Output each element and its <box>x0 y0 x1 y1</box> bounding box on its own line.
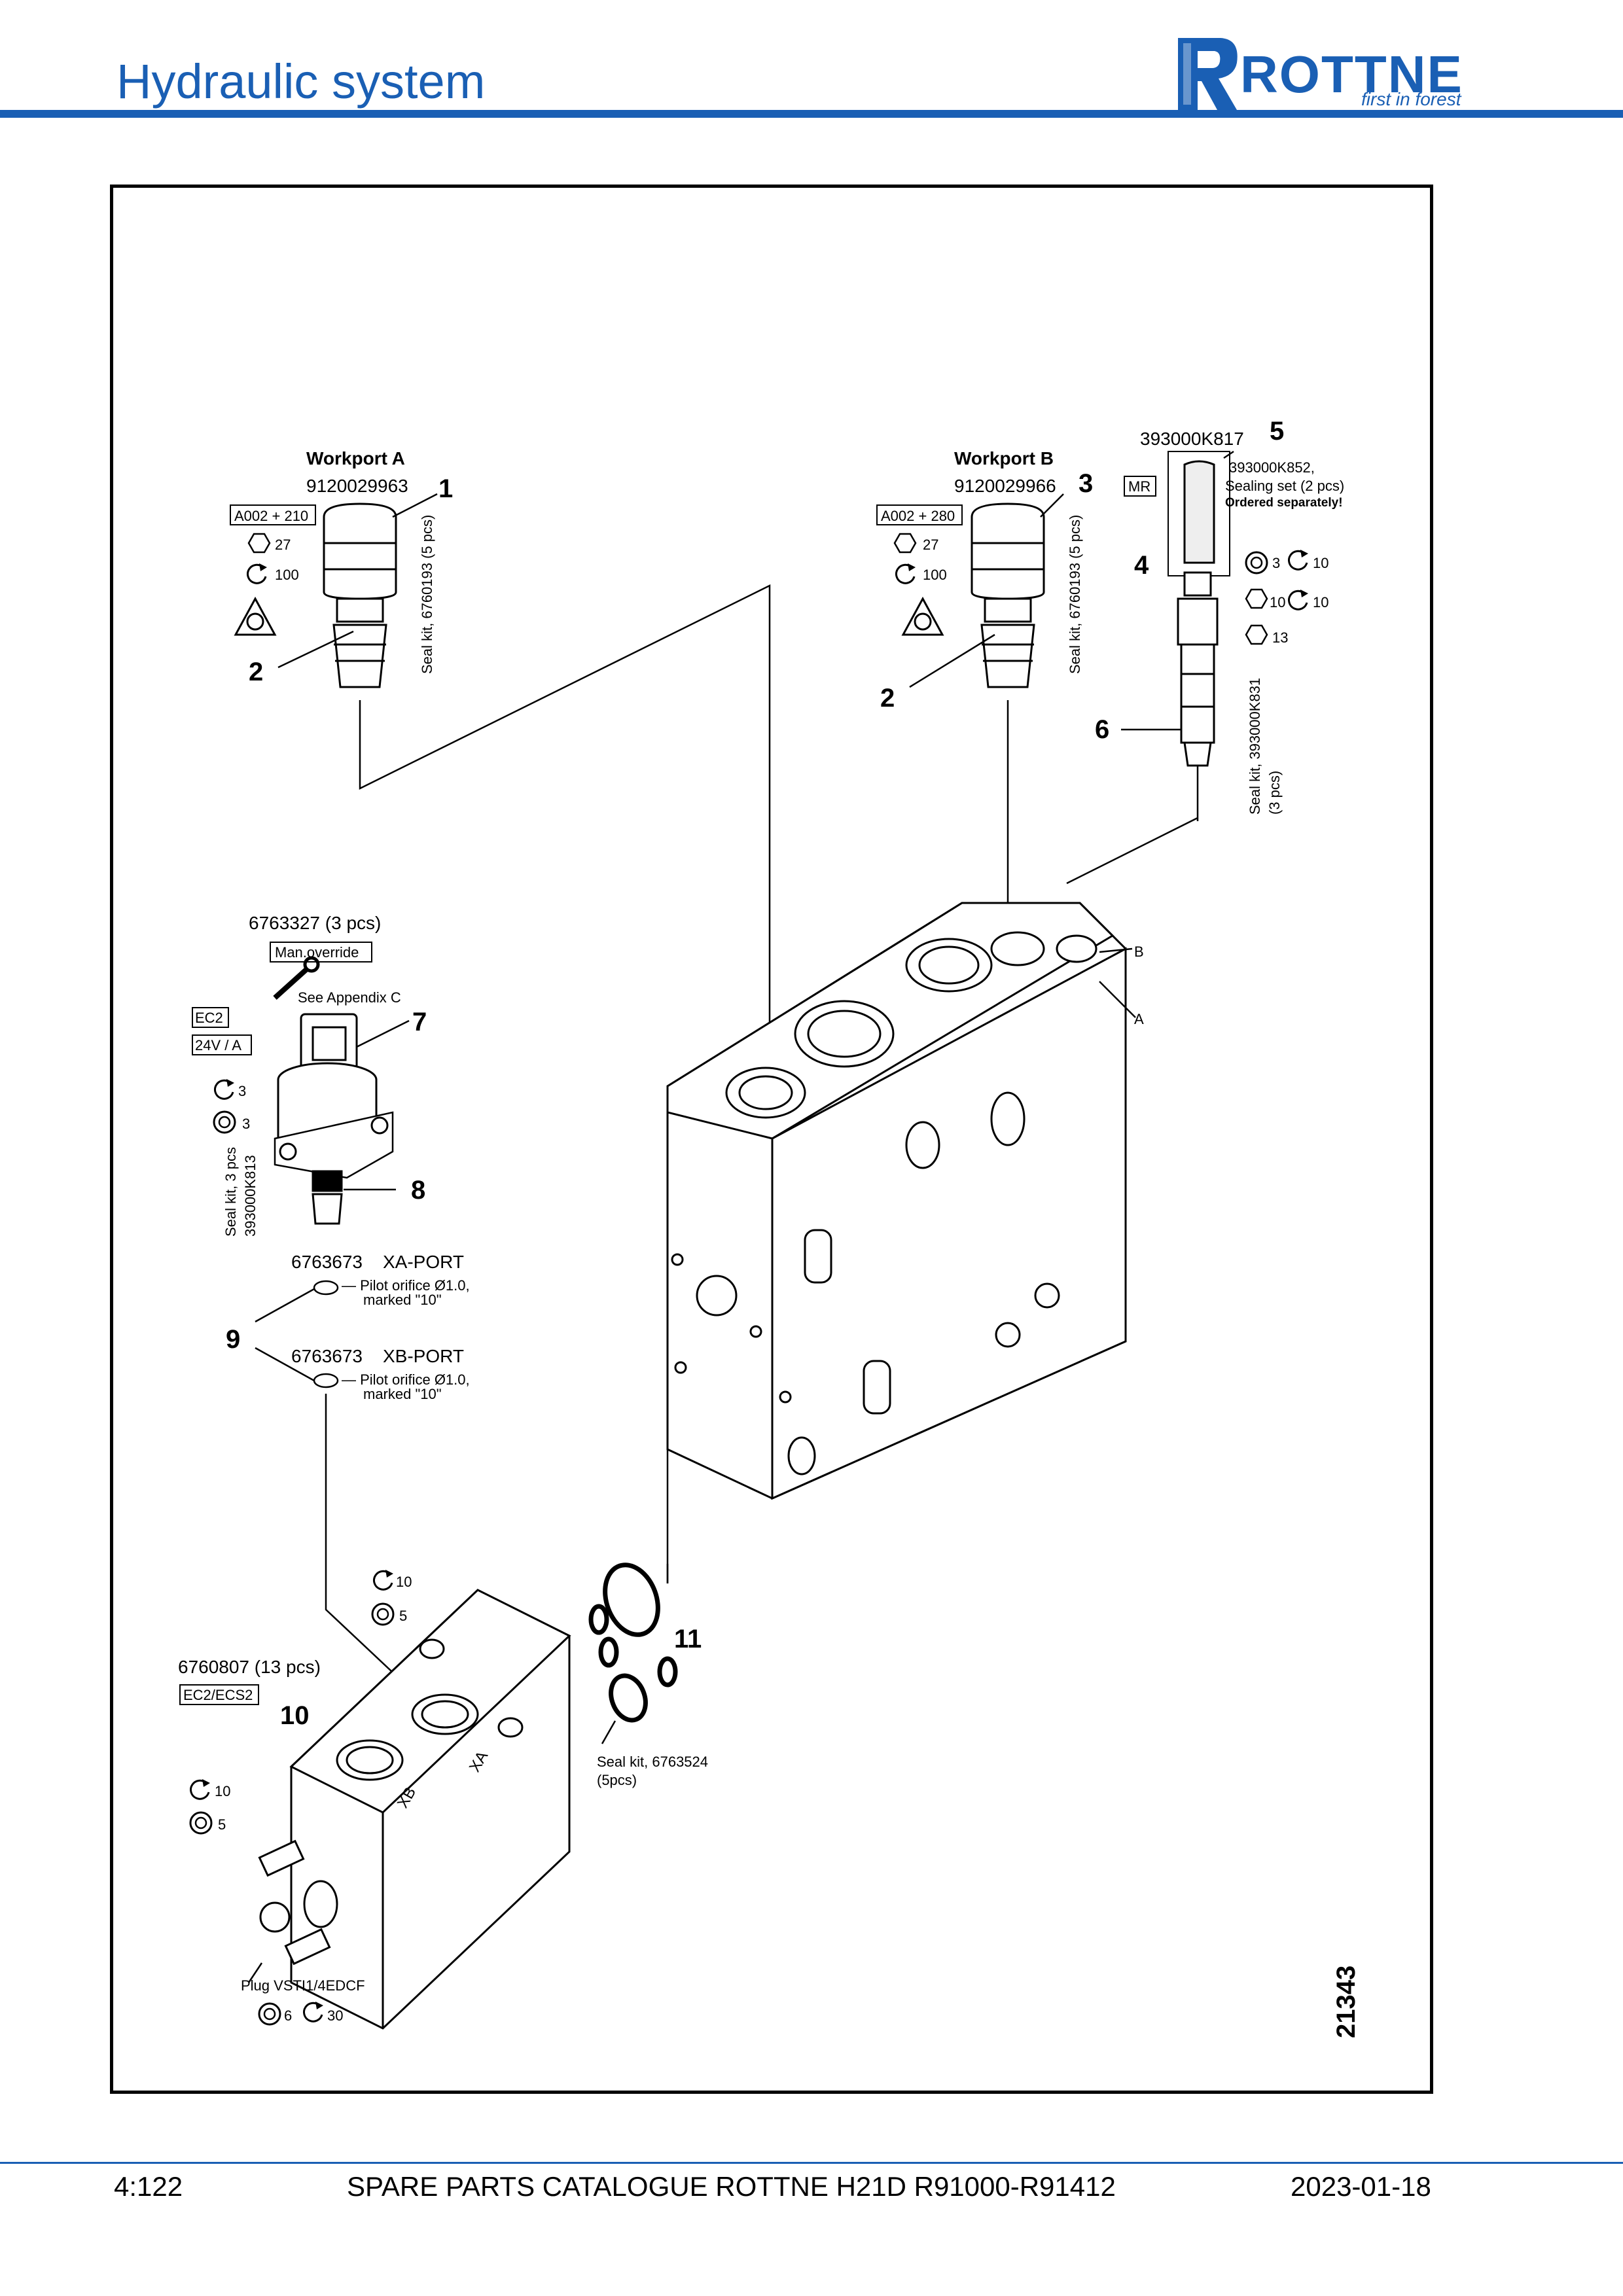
item-6-hex1: 10 <box>1270 594 1285 610</box>
plug-label: Plug VSTI1/4EDCF <box>241 1977 365 1994</box>
item-6-hex2: 13 <box>1272 629 1288 646</box>
o-ring-set <box>588 1563 678 1723</box>
catalogue-date: 2023-01-18 <box>1291 2171 1431 2202</box>
item-6-seal-qty: (3 pcs) <box>1266 771 1283 815</box>
workport-a-part-no: 9120029963 <box>306 476 408 496</box>
item-8-callout: 8 <box>411 1176 425 1205</box>
item-7-seal-no: 393000K813 <box>242 1155 259 1237</box>
item-1-callout: 1 <box>438 474 453 503</box>
logo-tagline: first in forest <box>1361 89 1461 109</box>
xa-orifice-note: — Pilot orifice Ø1.0, <box>342 1277 470 1294</box>
workport-b-valve <box>971 503 1045 688</box>
page-number: 4:122 <box>114 2171 183 2202</box>
xb-port-label: XB-PORT <box>383 1346 464 1366</box>
logo-wordmark: ROTTNE <box>1240 45 1463 103</box>
workport-b-torque: 100 <box>923 567 947 583</box>
mr-tag: MR <box>1128 478 1150 495</box>
item-10-washer-top: 5 <box>399 1608 407 1624</box>
hex-wrench-icons <box>247 533 1268 645</box>
catalogue-title: SPARE PARTS CATALOGUE ROTTNE H21D R91000… <box>347 2171 1116 2202</box>
warning-triangle-icons <box>234 596 944 636</box>
pressure-relief-valve <box>1168 451 1230 767</box>
pilot-orifices <box>313 1280 339 1388</box>
item-3-callout: 3 <box>1079 469 1093 498</box>
item-6-callout: 6 <box>1095 715 1109 744</box>
rottne-logo: ROTTNE first in forest <box>1171 31 1518 116</box>
item-4-hex: 3 <box>1272 555 1280 571</box>
mr-note-part: 393000K852, <box>1229 459 1315 476</box>
workport-b-hex: 27 <box>923 537 938 553</box>
item-2-left-callout: 2 <box>249 658 263 686</box>
xb-orifice-marked: marked "10" <box>363 1386 442 1402</box>
item-10-torque-left: 10 <box>215 1783 230 1799</box>
workport-b-part-no: 9120029966 <box>954 476 1056 496</box>
page-title: Hydraulic system <box>116 54 486 109</box>
item-7-torque: 3 <box>238 1083 246 1099</box>
leader-lines <box>247 450 1234 1983</box>
xb-part-no: 6763673 <box>291 1346 363 1366</box>
voltage-tag: 24V / A <box>195 1037 241 1053</box>
workport-b-code: A002 + 280 <box>881 508 955 524</box>
item-7-seal-kit: Seal kit, 3 pcs <box>223 1147 239 1237</box>
item-11-seal-kit: Seal kit, 6763524 <box>597 1754 708 1770</box>
plug-washer: 6 <box>284 2007 292 2024</box>
drawing-number: 21343 <box>1332 1966 1361 2038</box>
xa-part-no: 6763673 <box>291 1252 363 1272</box>
port-b-label: B <box>1134 944 1144 960</box>
rottne-r-emblem-icon <box>1178 38 1238 110</box>
item-6-seal-kit: Seal kit, 393000K831 <box>1247 678 1263 815</box>
item-6-torque1: 10 <box>1313 594 1329 610</box>
workport-a-valve <box>323 503 397 688</box>
workport-a-seal-kit: Seal kit, 6760193 (5 pcs) <box>419 515 435 674</box>
diagram-text: Workport A 9120029963 1 A002 + 210 27 10… <box>178 417 1361 2038</box>
plug-torque: 30 <box>327 2007 343 2024</box>
item-4-torque: 10 <box>1313 555 1329 571</box>
xa-orifice-marked: marked "10" <box>363 1292 442 1308</box>
valve-section-block <box>666 902 1127 1500</box>
item-7-washer: 3 <box>242 1116 250 1132</box>
item-10-washer-left: 5 <box>218 1816 226 1833</box>
workport-a-hex: 27 <box>275 537 291 553</box>
item-10-callout: 10 <box>280 1701 310 1730</box>
workport-a-code: A002 + 210 <box>234 508 308 524</box>
workport-b-seal-kit: Seal kit, 6760193 (5 pcs) <box>1067 515 1083 674</box>
xa-port-label: XA-PORT <box>383 1252 464 1272</box>
item-11-callout: 11 <box>674 1625 702 1653</box>
mr-note-sealing: Sealing set (2 pcs) <box>1225 478 1344 494</box>
item-2-right-callout: 2 <box>880 684 895 713</box>
item-10-torque-top: 10 <box>396 1574 412 1590</box>
workport-a-heading: Workport A <box>306 448 405 468</box>
workport-a-torque: 100 <box>275 567 299 583</box>
mr-part-no: 393000K817 <box>1140 429 1244 449</box>
item-5-callout: 5 <box>1270 417 1284 446</box>
ec2-tag: EC2 <box>195 1010 223 1026</box>
xb-orifice-note: — Pilot orifice Ø1.0, <box>342 1371 470 1388</box>
item-7-callout: 7 <box>412 1008 427 1036</box>
footer-rule <box>0 2162 1623 2164</box>
label-boxes <box>179 476 1156 1705</box>
ec2-ecs2-tag: EC2/ECS2 <box>183 1687 253 1703</box>
ec2-adapter-plate <box>258 1589 571 2030</box>
port-a-label: A <box>1134 1011 1144 1027</box>
item-4-callout: 4 <box>1134 551 1149 580</box>
solenoid-valve <box>274 1013 394 1225</box>
mr-note-order: Ordered separately! <box>1225 496 1343 510</box>
item-11-seal-qty: (5pcs) <box>597 1772 637 1788</box>
item-7-part-no: 6763327 (3 pcs) <box>249 913 381 933</box>
item-10-part-no: 6760807 (13 pcs) <box>178 1657 321 1677</box>
diagram-frame <box>110 185 1433 2094</box>
workport-b-heading: Workport B <box>954 448 1054 468</box>
header-rule <box>0 110 1623 118</box>
man-override-tag: Man.override <box>275 944 359 961</box>
appendix-note: See Appendix C <box>298 989 401 1006</box>
item-9-callout: 9 <box>226 1325 240 1354</box>
wrench-icon <box>273 956 320 1000</box>
